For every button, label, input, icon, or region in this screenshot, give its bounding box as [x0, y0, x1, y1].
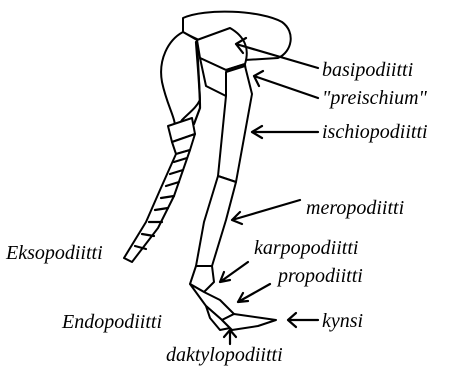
meropodite-segment [196, 176, 236, 266]
label-karpopodiitti: karpopodiitti [254, 237, 358, 259]
arrow-kynsi [288, 313, 318, 327]
label-kynsi: kynsi [322, 310, 363, 332]
arrow-karpopodiitti [220, 262, 248, 282]
label-meropodiitti: meropodiitti [306, 197, 404, 219]
label-eksopodiitti: Eksopodiitti [5, 242, 103, 264]
arrow-daktylopodiitti [224, 330, 236, 344]
label-propodiitti: propodiitti [276, 265, 363, 287]
arrow-propodiitti [238, 284, 270, 302]
label-preischium: "preischium" [322, 87, 428, 109]
exopod-flagellum [124, 150, 190, 262]
label-daktylopodiitti: daktylopodiitti [166, 344, 283, 366]
protopod-body [161, 32, 200, 132]
label-basipodiitti: basipodiitti [322, 59, 413, 81]
claw-segment [222, 314, 276, 330]
arrow-preischium [254, 71, 318, 98]
label-ischiopodiitti: ischiopodiitti [322, 121, 428, 143]
arrow-meropodiitti [232, 200, 300, 224]
appendage-drawing [124, 12, 291, 330]
label-endopodiitti: Endopodiitti [61, 311, 162, 333]
arrow-ischiopodiitti [252, 126, 318, 138]
